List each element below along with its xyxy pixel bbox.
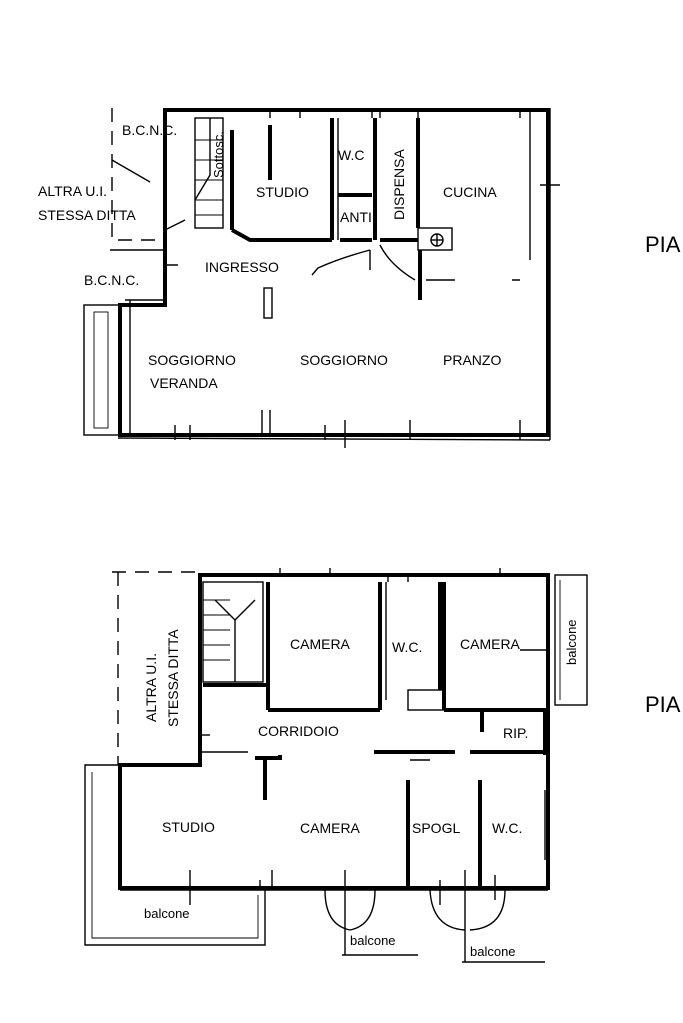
gf-bcnc-top-label: B.C.N.C. [122,122,177,138]
ff-wc-bottom-label: W.C. [492,820,522,836]
gf-soggiorno-veranda-label-2: VERANDA [150,375,218,391]
gf-bcnc-bottom-label: B.C.N.C. [84,272,139,288]
gf-soggiorno-veranda-label-1: SOGGIORNO [148,352,236,368]
gf-other-unit-label-1: ALTRA U.I. [38,183,107,199]
ff-other-unit-label-1: ALTRA U.I. [143,653,159,722]
gf-cucina-label: CUCINA [443,184,497,200]
gf-ingresso-label: INGRESSO [205,259,279,275]
ff-camera-right-label: CAMERA [460,636,521,652]
gf-wc-label: W.C [338,147,364,163]
ff-rip-label: RIP. [503,725,528,741]
gf-soggiorno-label: SOGGIORNO [300,352,388,368]
ff-camera-left-label: CAMERA [290,636,351,652]
ff-side-label: PIA [645,692,681,717]
ff-balcone-right-label: balcone [564,619,579,665]
ff-camera-center-label: CAMERA [300,820,361,836]
ff-balcone-right-bottom-label: balcone [470,944,516,959]
gf-side-label: PIA [645,232,681,257]
ff-corridoio-label: CORRIDOIO [258,723,339,739]
ff-balcone-left-label: balcone [144,906,190,921]
gf-sottosc-label: Sottosc. [211,131,226,178]
ff-other-unit-label-2: STESSA DITTA [165,629,181,727]
ff-studio-label: STUDIO [162,819,215,835]
gf-dispensa-label: DISPENSA [391,149,407,220]
ground-floor-plan [83,108,560,448]
gf-pranzo-label: PRANZO [443,352,501,368]
gf-anti-label: ANTI [340,209,372,225]
gf-other-unit-label-2: STESSA DITTA [38,207,136,223]
gf-studio-label: STUDIO [256,184,309,200]
first-floor-plan [84,568,588,963]
ff-wc-top-label: W.C. [392,639,422,655]
ff-balcone-mid-label: balcone [350,933,396,948]
ff-spogl-label: SPOGL [412,820,460,836]
